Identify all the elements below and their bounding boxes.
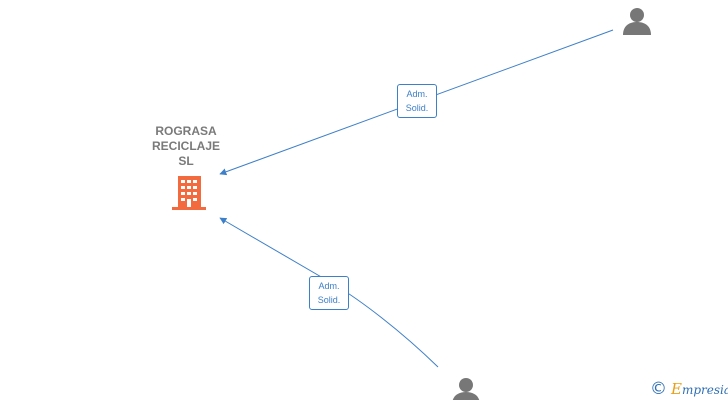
brand-logo[interactable]: Empresia xyxy=(671,380,728,398)
relation-label[interactable]: Adm. Solid. xyxy=(397,84,437,118)
company-name-line: ROGRASA xyxy=(155,124,217,138)
relation-label[interactable]: Adm. Solid. xyxy=(309,276,349,310)
brand-initial: E xyxy=(671,380,682,398)
relation-label-line: Solid. xyxy=(405,103,429,113)
copyright-notice: © Empresia xyxy=(650,379,728,399)
company-name[interactable]: ROGRASA RECICLAJE SL xyxy=(136,124,236,169)
relation-label-line: Adm. xyxy=(318,281,340,291)
building-icon[interactable] xyxy=(172,176,206,210)
person-icon[interactable] xyxy=(623,8,651,35)
person-icon[interactable] xyxy=(452,378,480,400)
copyright-icon: © xyxy=(650,378,667,399)
relation-label-line: Adm. xyxy=(406,89,428,99)
relation-label-line: Solid. xyxy=(317,295,341,305)
company-name-line: SL xyxy=(178,154,194,168)
brand-rest: mpresia xyxy=(681,383,728,397)
company-name-line: RECICLAJE xyxy=(151,139,220,153)
